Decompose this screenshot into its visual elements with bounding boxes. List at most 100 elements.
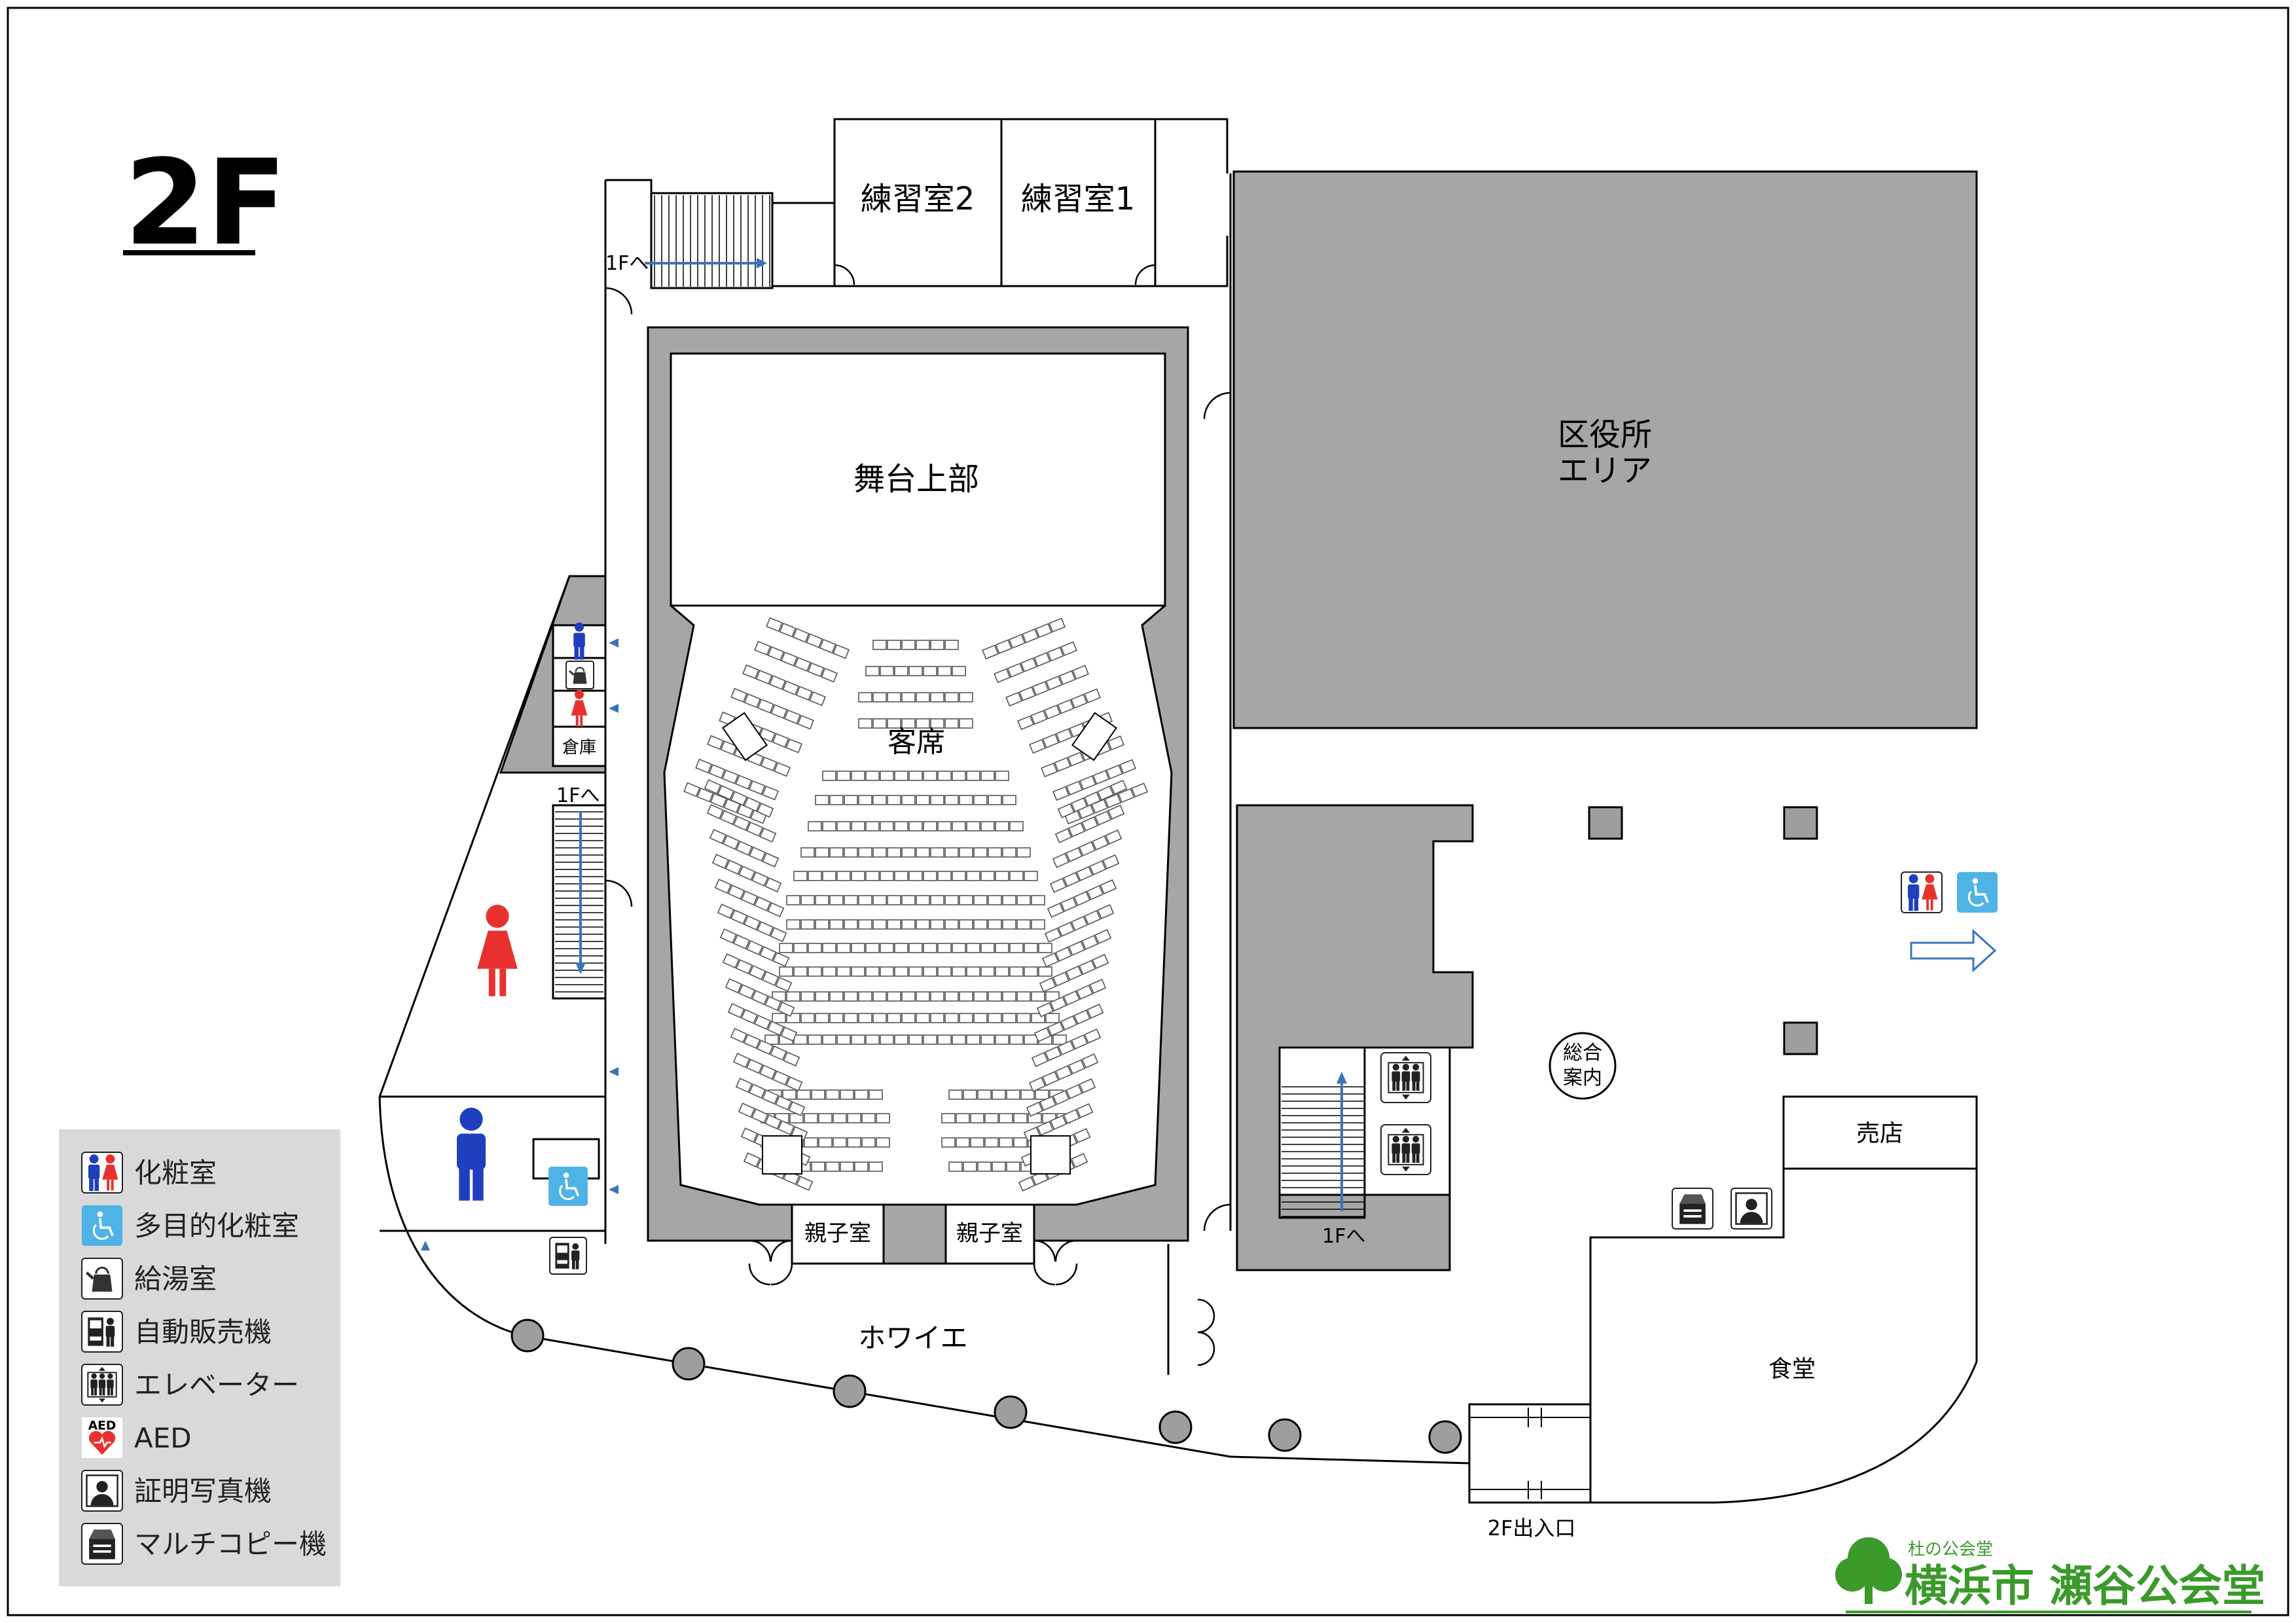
seat[interactable] xyxy=(854,1161,869,1172)
seat[interactable] xyxy=(880,821,894,831)
seat[interactable] xyxy=(948,1089,963,1100)
seat[interactable] xyxy=(894,771,908,781)
seat[interactable] xyxy=(1036,1120,1054,1136)
seat[interactable] xyxy=(1076,984,1094,1000)
seat[interactable] xyxy=(770,704,788,720)
seat[interactable] xyxy=(730,1028,747,1044)
seat[interactable] xyxy=(901,847,916,858)
seat[interactable] xyxy=(1007,663,1024,678)
seat[interactable] xyxy=(894,821,908,831)
seat[interactable] xyxy=(980,1034,995,1045)
seat[interactable] xyxy=(865,943,880,953)
seat[interactable] xyxy=(1035,1089,1049,1100)
seat[interactable] xyxy=(1057,921,1075,937)
seat[interactable] xyxy=(980,771,995,781)
seat[interactable] xyxy=(865,666,880,676)
seat[interactable] xyxy=(719,810,738,826)
seat[interactable] xyxy=(844,847,858,858)
seat[interactable] xyxy=(977,1089,992,1100)
seat[interactable] xyxy=(822,871,836,881)
seat[interactable] xyxy=(1067,752,1085,767)
seat[interactable] xyxy=(727,1003,745,1019)
seat[interactable] xyxy=(800,919,815,930)
seat[interactable] xyxy=(952,771,966,781)
seat[interactable] xyxy=(865,871,880,881)
seat[interactable] xyxy=(880,771,894,781)
seat[interactable] xyxy=(959,895,973,905)
seat[interactable] xyxy=(858,718,872,729)
seat[interactable] xyxy=(725,860,743,875)
seat[interactable] xyxy=(1017,715,1035,731)
seat[interactable] xyxy=(744,915,761,931)
practice-room-1[interactable] xyxy=(1000,118,1157,287)
seat[interactable] xyxy=(1086,884,1104,900)
seat[interactable] xyxy=(1092,769,1110,785)
seat[interactable] xyxy=(858,919,872,930)
seat[interactable] xyxy=(740,1127,758,1143)
seat[interactable] xyxy=(711,854,729,869)
seat[interactable] xyxy=(786,919,800,930)
seat[interactable] xyxy=(1079,959,1096,975)
seat[interactable] xyxy=(956,1113,970,1123)
seat[interactable] xyxy=(994,668,1011,684)
seat[interactable] xyxy=(901,991,916,1002)
seat[interactable] xyxy=(858,692,872,702)
seat[interactable] xyxy=(1016,1013,1031,1023)
seat[interactable] xyxy=(1094,928,1112,945)
seat[interactable] xyxy=(995,966,1009,977)
seat[interactable] xyxy=(901,692,916,702)
seat[interactable] xyxy=(1063,990,1081,1006)
seat[interactable] xyxy=(722,835,740,850)
seat[interactable] xyxy=(851,871,865,881)
seat[interactable] xyxy=(901,919,916,930)
seat[interactable] xyxy=(1049,996,1067,1012)
seat[interactable] xyxy=(887,640,901,650)
seat[interactable] xyxy=(916,1013,930,1023)
seat[interactable] xyxy=(762,852,780,868)
seat[interactable] xyxy=(844,1013,858,1023)
seat[interactable] xyxy=(738,984,756,1000)
seat[interactable] xyxy=(959,991,973,1002)
seat[interactable] xyxy=(717,785,735,801)
seat[interactable] xyxy=(858,1013,872,1023)
seat[interactable] xyxy=(746,822,764,837)
seat[interactable] xyxy=(1049,617,1066,633)
seat[interactable] xyxy=(894,966,908,977)
seat[interactable] xyxy=(815,1013,829,1023)
seat[interactable] xyxy=(1013,1113,1028,1123)
cafeteria-room[interactable] xyxy=(1589,1167,1978,1504)
seat[interactable] xyxy=(959,847,973,858)
seat[interactable] xyxy=(930,640,944,650)
seat[interactable] xyxy=(809,691,827,706)
seat[interactable] xyxy=(1054,757,1071,773)
seat[interactable] xyxy=(779,943,793,953)
seat[interactable] xyxy=(815,919,829,930)
seat[interactable] xyxy=(757,921,774,937)
seat[interactable] xyxy=(952,966,966,977)
seat[interactable] xyxy=(1060,1015,1078,1030)
seat[interactable] xyxy=(743,1152,761,1168)
seat[interactable] xyxy=(1071,915,1088,931)
seat[interactable] xyxy=(836,871,851,881)
seat[interactable] xyxy=(804,1137,818,1148)
seat[interactable] xyxy=(1036,1002,1054,1017)
seat[interactable] xyxy=(714,879,732,894)
seat[interactable] xyxy=(937,1034,952,1045)
seat[interactable] xyxy=(1055,1065,1073,1080)
seat[interactable] xyxy=(719,928,737,944)
seat[interactable] xyxy=(1041,1070,1060,1086)
seat[interactable] xyxy=(1058,1040,1075,1055)
seat[interactable] xyxy=(861,1137,876,1148)
seat[interactable] xyxy=(995,821,1009,831)
seat[interactable] xyxy=(772,951,790,968)
seat[interactable] xyxy=(829,1013,844,1023)
seat[interactable] xyxy=(1002,795,1016,805)
seat[interactable] xyxy=(1107,804,1125,820)
seat[interactable] xyxy=(1097,785,1115,801)
seat[interactable] xyxy=(908,966,923,977)
seat[interactable] xyxy=(1086,1003,1104,1019)
seat[interactable] xyxy=(930,718,944,729)
seat[interactable] xyxy=(1105,829,1122,845)
seat[interactable] xyxy=(865,771,880,781)
seat[interactable] xyxy=(1070,797,1088,812)
